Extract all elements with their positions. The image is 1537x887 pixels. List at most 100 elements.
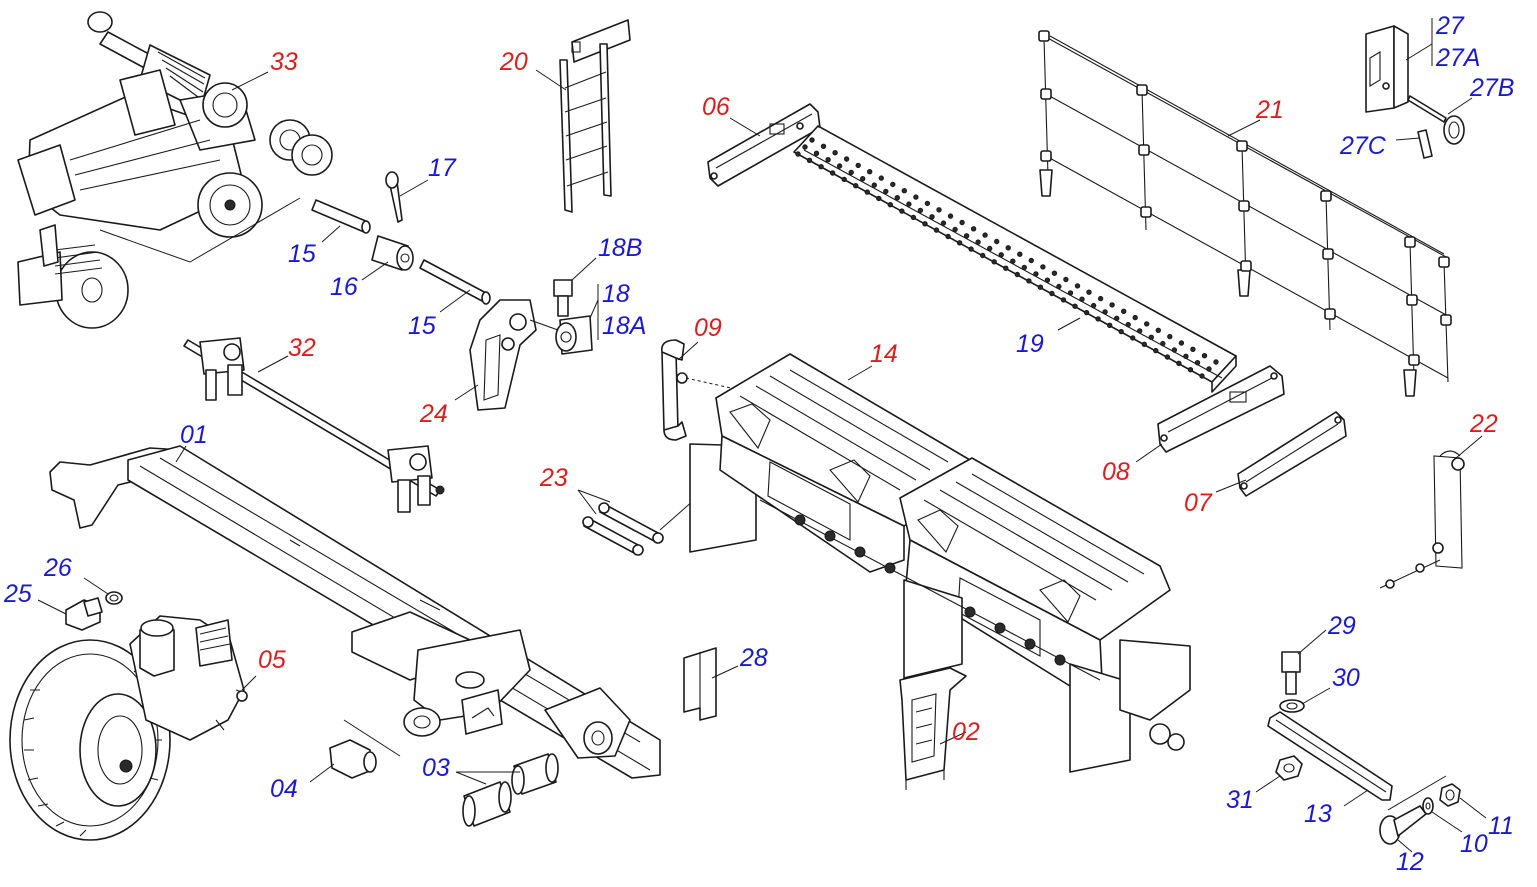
bushing-part-03a (462, 781, 512, 827)
railing-part-21 (1038, 30, 1452, 397)
walkway-hole (871, 182, 877, 188)
walkway-hole (1183, 353, 1189, 359)
leader-16 (361, 261, 389, 281)
pin-set-part-23 (582, 502, 664, 556)
leader-32 (257, 355, 289, 373)
walkway-hole (1095, 316, 1101, 322)
walkway-hole (987, 245, 993, 252)
railing-clamp (1440, 314, 1452, 326)
walkway-hole (1171, 347, 1178, 353)
walkway-hole (1107, 322, 1113, 328)
railing-clamp (1320, 190, 1332, 202)
label-24: 24 (419, 400, 448, 428)
label-10: 10 (1460, 830, 1488, 858)
walkway-hole (1190, 346, 1196, 352)
walkway-hole (910, 214, 917, 221)
walkway-hole (836, 163, 843, 169)
pin-part-15a (311, 199, 371, 234)
walkway-hole (968, 246, 974, 252)
label-22: 22 (1469, 410, 1498, 438)
bushing-part-16 (371, 235, 414, 271)
walkway-hole (1037, 284, 1044, 290)
walkway-hole (1125, 321, 1131, 328)
label-27b: 27B (1469, 74, 1514, 102)
walkway-hole (1114, 315, 1120, 321)
fitting-part-26 (105, 591, 123, 605)
walkway-hole (1178, 340, 1185, 346)
railing-clamp (1240, 260, 1252, 272)
walkway-hole (1141, 341, 1148, 347)
walkway-hole (1148, 334, 1155, 340)
label-08: 08 (1102, 458, 1130, 486)
walkway-hole (887, 202, 893, 208)
walkway-hole (820, 143, 827, 150)
railing-clamp (1138, 144, 1150, 156)
walkway-hole (878, 175, 884, 181)
walkway-hole (963, 233, 970, 239)
walkway-hole (1187, 367, 1194, 373)
walkway-hole (876, 195, 882, 202)
railing-clamp (1324, 308, 1336, 320)
nut-part-31 (1275, 755, 1303, 781)
clamp-part-27 (1365, 25, 1409, 113)
walkway-hole (1010, 258, 1016, 264)
bolt-part-12 (1379, 805, 1427, 845)
guide-line-33 (99, 197, 301, 263)
walkway-hole (802, 144, 808, 150)
railing-clamp (1322, 248, 1334, 260)
label-29: 29 (1327, 612, 1356, 640)
walkway-hole (1164, 354, 1171, 360)
railing-clamp (1038, 30, 1050, 42)
leader-30 (1301, 687, 1331, 705)
walkway-hole (1067, 290, 1074, 296)
label-26: 26 (43, 554, 72, 582)
walkway-hole (1028, 257, 1035, 264)
walkway-hole (917, 207, 924, 214)
cotter-pin-part-17 (385, 171, 403, 223)
walkway-hole (906, 201, 912, 207)
walkway-hole (924, 200, 931, 207)
leader-15b (439, 289, 471, 313)
leader-18b (571, 257, 597, 281)
walkway-hole (867, 169, 873, 175)
railing-clamp (1406, 294, 1418, 306)
walkway-hole (1086, 289, 1092, 295)
railing-clamp (1040, 150, 1052, 162)
walkway-hole (913, 194, 919, 200)
leader-33 (231, 71, 269, 91)
label-09: 09 (694, 314, 722, 342)
walkway-hole (1102, 309, 1108, 315)
walkway-hole (848, 169, 854, 176)
leader-27c (1395, 137, 1421, 141)
walkway-hole (1132, 314, 1138, 321)
bracket-part-28 (683, 647, 717, 721)
wheel-assembly-part-05 (9, 615, 248, 841)
pin-part-15b (419, 259, 491, 305)
label-02: 02 (952, 718, 980, 746)
walkway-hole (795, 151, 801, 157)
walkway-hole (1072, 303, 1078, 309)
walkway-hole (809, 137, 815, 143)
walkway-hole (1118, 328, 1124, 335)
leader-15a (321, 225, 341, 243)
bolt-part-18b (553, 279, 573, 317)
walkway-hole (1201, 353, 1208, 359)
leader-23a (577, 489, 597, 515)
leader-23b (577, 489, 611, 503)
leader-27b (1447, 97, 1473, 115)
leader-29 (1297, 629, 1327, 655)
label-16: 16 (330, 273, 358, 301)
walkway-hole (945, 233, 951, 240)
leader-25 (37, 599, 67, 615)
walkway-hole (901, 188, 907, 194)
guide-line-04 (343, 719, 401, 757)
walkway-hole (1199, 373, 1205, 379)
bushing-part-04 (329, 739, 377, 779)
label-28: 28 (739, 644, 768, 672)
leader-14 (847, 365, 873, 381)
bolt-part-29 (1281, 651, 1301, 695)
walkway-hole (899, 208, 905, 214)
walkway-hole (841, 176, 847, 183)
label-20: 20 (499, 48, 528, 76)
